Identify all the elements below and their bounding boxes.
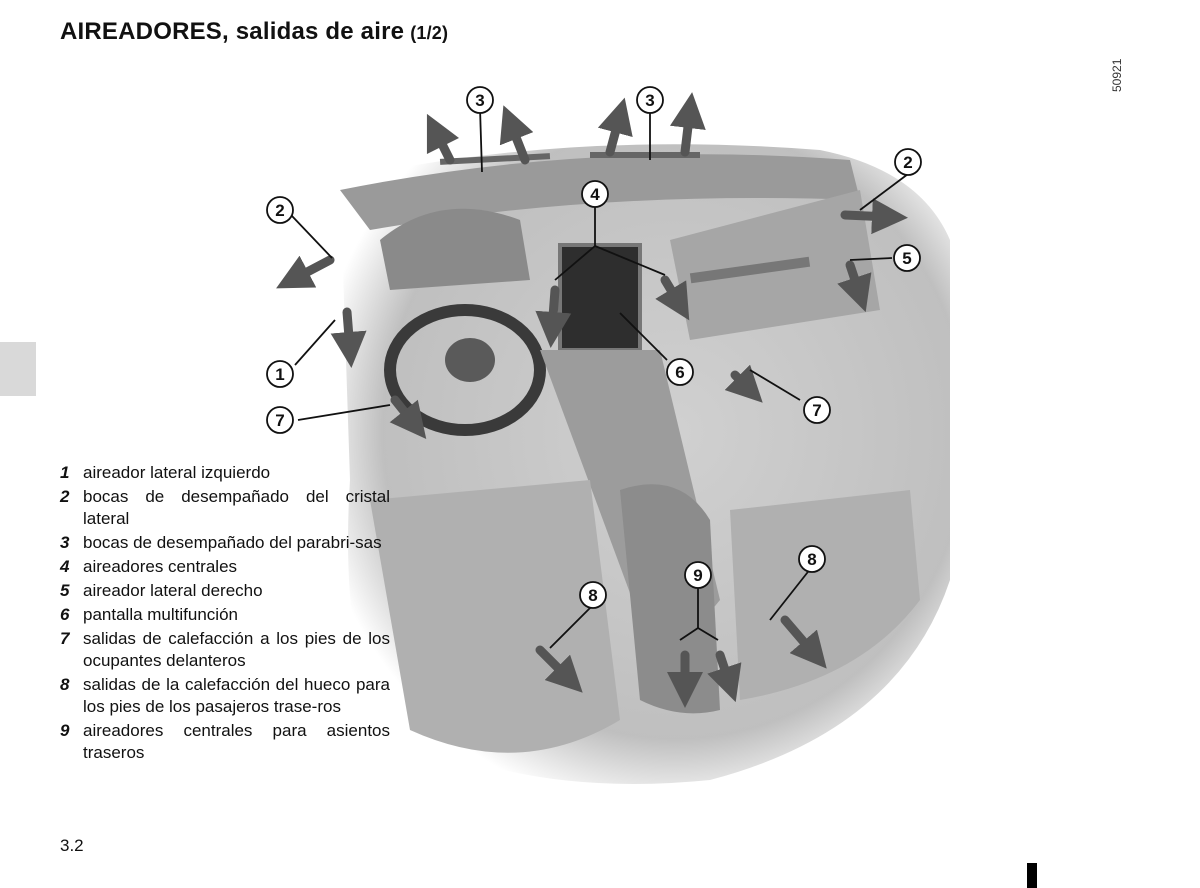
armrest (620, 484, 720, 714)
callout-labels: 3 3 2 2 4 5 1 6 7 7 8 8 9 (275, 91, 912, 605)
legend-text: aireadores centrales (83, 557, 238, 576)
windscreen-vent-right (590, 152, 700, 158)
callout-8a (579, 581, 607, 609)
legend-number: 3 (60, 533, 70, 552)
legend-number: 6 (60, 605, 70, 624)
legend-number: 5 (60, 581, 70, 600)
steering-wheel (384, 304, 546, 436)
figure-code: 50921 (1110, 58, 1124, 92)
legend-item: 3 bocas de desempañado del parabri-sas (60, 532, 390, 554)
page-title: AIREADORES, salidas de aire(1/2) (60, 18, 448, 46)
callout-label: 6 (675, 363, 684, 382)
legend-text: aireador lateral izquierdo (83, 463, 271, 482)
callout-8b (798, 545, 826, 573)
legend-item: 5 aireador lateral derecho (60, 580, 390, 602)
legend-item: 7 salidas de calefacción a los pies de l… (60, 628, 390, 672)
legend-item: 8 salidas de la calefacción del hueco pa… (60, 674, 390, 718)
callout-leaders (291, 107, 909, 649)
legend-text: pantalla multifunción (83, 605, 238, 624)
legend-item: 1 aireador lateral izquierdo (60, 462, 390, 484)
legend-item: 9 aireadores centrales para asientos tra… (60, 720, 390, 764)
legend-text: salidas de calefacción a los pies de los… (83, 629, 390, 670)
legend-number: 4 (60, 557, 70, 576)
legend-item: 6 pantalla multifunción (60, 604, 390, 626)
callout-6 (666, 358, 694, 386)
legend-number: 2 (60, 487, 70, 506)
callout-badges (266, 86, 922, 609)
title-page-indicator: (1/2) (410, 23, 449, 43)
callout-label: 2 (903, 153, 912, 172)
callout-label: 8 (807, 550, 816, 569)
callout-label: 2 (275, 201, 284, 220)
steering-hub (445, 338, 495, 382)
callout-3a (466, 86, 494, 114)
callout-label: 7 (812, 401, 821, 420)
callout-label: 9 (693, 566, 702, 585)
airflow-arrows (276, 92, 908, 708)
callout-7b (803, 396, 831, 424)
section-tab (0, 342, 36, 396)
callout-label: 7 (275, 411, 284, 430)
legend-number: 7 (60, 629, 70, 648)
callout-label: 1 (275, 365, 284, 384)
callout-label: 8 (588, 586, 597, 605)
callout-3b (636, 86, 664, 114)
callout-label: 4 (590, 185, 600, 204)
page-number: 3.2 (60, 836, 84, 855)
legend-item: 2 bocas de desempañado del cristal later… (60, 486, 390, 530)
callout-label: 3 (475, 91, 484, 110)
legend-text: bocas de desempañado del parabri-sas (83, 533, 382, 552)
legend-text: aireador lateral derecho (83, 581, 263, 600)
instrument-cluster (380, 208, 530, 290)
legend-text: salidas de la calefacción del hueco para… (83, 675, 390, 716)
callout-7a (266, 406, 294, 434)
callout-2a (894, 148, 922, 176)
legend-number: 8 (60, 675, 70, 694)
legend-text: aireadores centrales para asientos trase… (83, 721, 390, 762)
callout-9 (684, 561, 712, 589)
callout-label: 5 (902, 249, 911, 268)
legend-item: 4 aireadores centrales (60, 556, 390, 578)
legend-list: 1 aireador lateral izquierdo 2 bocas de … (60, 462, 390, 766)
title-text: AIREADORES, salidas de aire (60, 18, 405, 45)
callout-label: 3 (645, 91, 654, 110)
center-screen (558, 243, 642, 352)
callout-4 (581, 180, 609, 208)
glovebox-trim (689, 256, 811, 284)
legend-number: 9 (60, 721, 70, 740)
legend-text: bocas de desempañado del cristal lateral (83, 487, 390, 528)
dashboard-illustration: 3 3 2 2 4 5 1 6 7 7 8 8 9 (266, 86, 950, 784)
callout-2b (266, 196, 294, 224)
floor-right (730, 490, 920, 700)
callout-5 (893, 244, 921, 272)
legend-number: 1 (60, 463, 70, 482)
callout-1 (266, 360, 294, 388)
page-edge-marker (1027, 863, 1037, 888)
